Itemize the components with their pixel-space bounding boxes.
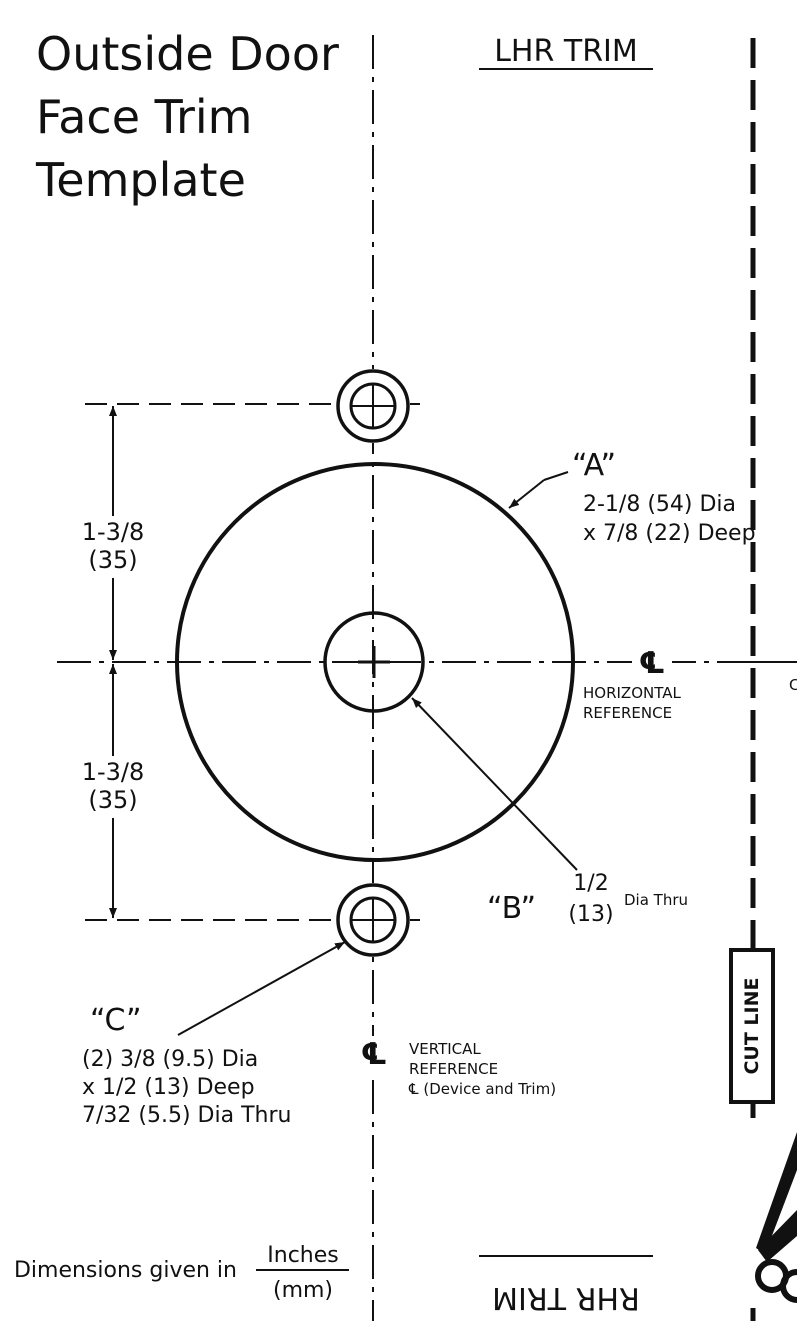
horizontal-ref-line-1: HORIZONTAL (583, 684, 681, 702)
leader-a-line (508, 479, 545, 509)
vertical-ref-mask (356, 1036, 392, 1072)
upper-dimension-mask (74, 516, 152, 578)
edge-text-fragment: C (789, 676, 797, 694)
hole-c-bottom-outer (336, 883, 410, 957)
hole-c-top-inner (349, 382, 397, 430)
hole-c-line-1: (2) 3/8 (9.5) Dia (82, 1047, 258, 1072)
leader-c-line (177, 941, 346, 1036)
title-line-1: Outside Door (36, 27, 339, 81)
hole-c-top-outer (336, 369, 410, 443)
horizontal-ref-symbol: ℄ (639, 646, 666, 681)
title-line-2: Face Trim (36, 90, 252, 144)
lower-dimension-mm: (35) (88, 786, 137, 814)
horizontal-ref-mask (632, 644, 672, 680)
cut-line-box (729, 948, 775, 1104)
hole-c-line-2: x 1/2 (13) Deep (82, 1075, 255, 1100)
hole-c-line-3: 7/32 (5.5) Dia Thru (82, 1103, 291, 1128)
hole-a-diameter: 2-1/8 (54) Dia (583, 492, 736, 517)
leader-b-line (411, 697, 578, 871)
hole-c-letter: “C” (90, 1003, 142, 1038)
vertical-ref-line-1: VERTICAL (409, 1040, 481, 1058)
hole-b-inches: 1/2 (573, 871, 608, 896)
lhr-trim-label: LHR TRIM (494, 34, 638, 69)
hole-b-circle (323, 611, 425, 713)
vertical-ref-line-3: ℄ (Device and Trim) (408, 1080, 556, 1098)
hole-b-letter: “B” (487, 891, 536, 926)
lower-dimension-mask (74, 756, 152, 818)
cut-line-label: CUT LINE (741, 977, 763, 1074)
hole-a-depth: x 7/8 (22) Deep (583, 521, 756, 546)
rhr-trim-label: RHR TRIM (492, 1280, 640, 1315)
hole-a-letter: “A” (572, 448, 616, 483)
vertical-ref-line-2: REFERENCE (409, 1060, 498, 1078)
hole-c-bottom-inner (349, 896, 397, 944)
lower-dimension-inches: 1-3/8 (82, 758, 145, 786)
upper-dimension-inches: 1-3/8 (82, 518, 145, 546)
hole-a-circle (175, 462, 575, 862)
upper-dimension-mm: (35) (88, 546, 137, 574)
scissors-icon (738, 1118, 797, 1308)
title-line-3: Template (35, 153, 246, 207)
leader-a-shoulder (543, 471, 569, 481)
vertical-ref-symbol: ℄ (361, 1037, 388, 1072)
hole-b-mm: (13) (568, 902, 613, 927)
horizontal-ref-line-2: REFERENCE (583, 704, 672, 722)
units-numerator: Inches (267, 1243, 338, 1268)
units-prefix: Dimensions given in (14, 1258, 237, 1283)
hole-b-note: Dia Thru (624, 891, 688, 909)
units-denominator: (mm) (273, 1278, 333, 1303)
